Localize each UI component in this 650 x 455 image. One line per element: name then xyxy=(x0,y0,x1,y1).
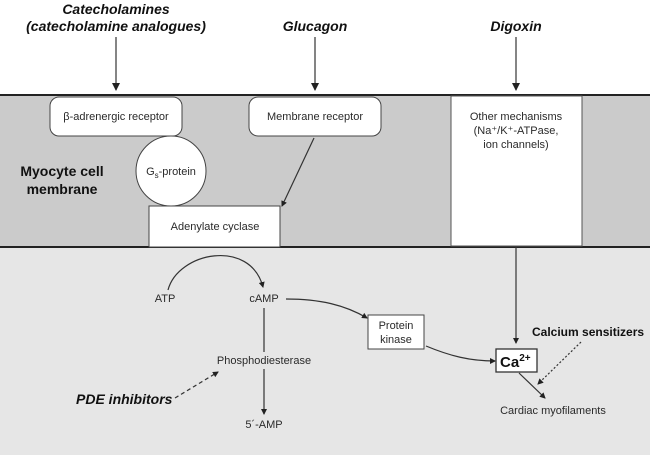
protein-kinase-label-2: kinase xyxy=(380,334,412,346)
beta-adrenergic-receptor-box xyxy=(49,96,183,137)
atp-to-camp-arc xyxy=(167,254,265,291)
pde-inhibitors-arrow xyxy=(174,371,219,399)
protein-kinase-label-1: Protein xyxy=(379,320,414,332)
amp-label: 5´-AMP xyxy=(245,419,282,431)
protein-kinase-box xyxy=(367,314,425,350)
receptor-to-cyclase-arrow xyxy=(281,137,315,207)
camp-to-kinase-arrow xyxy=(285,298,368,319)
calcium-sensitizers-label: Calcium sensitizers xyxy=(532,325,644,339)
catecholamines-label-1: Catecholamines xyxy=(62,1,170,17)
kinase-to-calcium-arrow xyxy=(425,345,496,364)
other-mechanisms-box xyxy=(450,95,583,247)
phosphodiesterase-label: Phosphodiesterase xyxy=(217,355,311,367)
other-mechanisms-label-2: (Na⁺/K⁺-ATPase, xyxy=(474,125,559,137)
myocyte-membrane-label-1: Myocyte cell xyxy=(20,163,103,179)
gs-protein-label: Gs-protein xyxy=(146,166,196,180)
catecholamines-label-2: (catecholamine analogues) xyxy=(26,18,206,34)
cardiac-myofilaments-label: Cardiac myofilaments xyxy=(500,405,606,417)
digoxin-label: Digoxin xyxy=(490,18,541,34)
adenylate-cyclase-box xyxy=(148,205,281,248)
other-mechanisms-label-3: ion channels) xyxy=(483,139,548,151)
pde-inhibitors-label: PDE inhibitors xyxy=(76,391,173,407)
myocyte-membrane-label-2: membrane xyxy=(27,181,98,197)
other-mechanisms-label-1: Other mechanisms xyxy=(470,111,563,123)
calcium-box xyxy=(495,348,538,373)
membrane-receptor-box xyxy=(248,96,382,137)
atp-label: ATP xyxy=(155,293,176,305)
cytoplasm-region xyxy=(0,247,650,455)
membrane-receptor-label: Membrane receptor xyxy=(267,111,363,123)
calcium-label: Ca2+ xyxy=(500,353,531,371)
beta-adrenergic-receptor-label: β-adrenergic receptor xyxy=(63,111,169,123)
glucagon-label: Glucagon xyxy=(283,18,348,34)
camp-label: cAMP xyxy=(249,293,278,305)
adenylate-cyclase-label: Adenylate cyclase xyxy=(171,221,260,233)
calcium-to-myofilaments-arrow xyxy=(518,372,546,399)
